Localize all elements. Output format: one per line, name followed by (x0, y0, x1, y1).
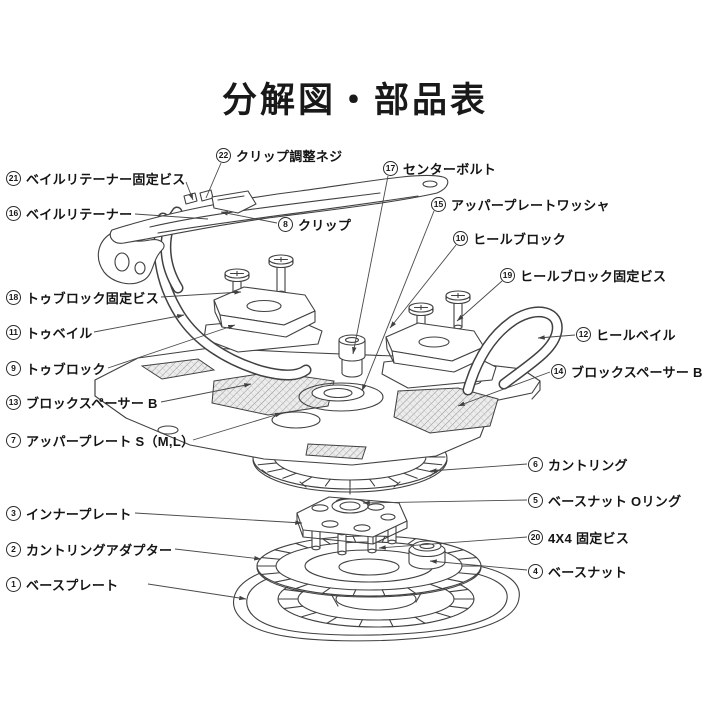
inner-plate-art (296, 496, 408, 556)
base-nut-art (408, 540, 446, 570)
part-label-text: ブロックスペーサー B (26, 395, 158, 411)
screw-art (268, 254, 294, 296)
part-label-text: ベイルリテーナー (26, 206, 133, 222)
base-nut-o-ring-art (331, 498, 369, 514)
part-callout-10: 10 ヒールブロック (453, 229, 566, 247)
part-callout-2: 2 カントリングアダプター (6, 540, 172, 558)
heel-block-art (381, 290, 497, 389)
part-label-text: ベースナット Oリング (548, 493, 682, 509)
part-number-badge: 7 (6, 432, 21, 448)
part-label-text: アッパープレート S（M,L） (26, 433, 195, 449)
part-callout-13: 13 ブロックスペーサー B (6, 393, 158, 411)
part-number-badge: 5 (528, 492, 543, 508)
part-label-text: ブロックスペーサー B (571, 364, 703, 380)
part-number-badge: 14 (551, 363, 566, 379)
part-number-badge: 8 (278, 216, 293, 232)
part-callout-17: 17 センターボルト (383, 159, 496, 177)
part-number-badge: 22 (216, 147, 231, 163)
leader-lines-layer (93, 162, 576, 601)
clip-art (211, 190, 257, 214)
part-label-text: 4X4 固定ビス (548, 530, 630, 546)
part-label-text: センターボルト (403, 161, 497, 177)
part-number-badge: 19 (500, 267, 515, 283)
part-label-text: トゥブロック (26, 361, 106, 377)
part-label-text: カントリング (548, 457, 628, 473)
part-callout-18: 18 トゥブロック固定ビス (6, 288, 159, 306)
part-number-badge: 3 (6, 505, 21, 521)
part-number-badge: 15 (431, 196, 446, 212)
part-number-badge: 17 (383, 160, 398, 176)
part-label-text: ベイルリテーナー固定ビス (26, 171, 186, 187)
part-callout-16: 16 ベイルリテーナー (6, 204, 132, 222)
part-label-text: カントリングアダプター (26, 542, 173, 558)
part-callout-12: 12 ヒールベイル (576, 325, 676, 343)
part-callout-19: 19 ヒールブロック固定ビス (500, 266, 666, 284)
toe-block-art (203, 254, 323, 353)
part-number-badge: 10 (453, 230, 468, 246)
part-number-badge: 13 (6, 394, 21, 410)
part-callout-3: 3 インナープレート (6, 504, 132, 522)
part-callout-9: 9 トゥブロック (6, 359, 106, 377)
part-number-badge: 2 (6, 541, 21, 557)
part-label-text: ヒールベイル (596, 327, 676, 343)
center-bolt-art (338, 334, 366, 378)
part-label-text: クリップ (298, 217, 352, 233)
part-label-text: トゥブロック固定ビス (26, 290, 160, 306)
part-label-text: クリップ調整ネジ (236, 148, 343, 164)
part-callout-14: 14 ブロックスペーサー B (551, 362, 703, 380)
part-callout-6: 6 カントリング (528, 455, 628, 473)
part-label-text: トゥベイル (26, 325, 93, 341)
part-number-badge: 1 (6, 576, 21, 592)
screw-art (445, 290, 471, 330)
part-number-badge: 12 (576, 326, 591, 342)
part-callout-11: 11 トゥベイル (6, 323, 93, 341)
part-label-text: ヒールブロック (473, 231, 567, 247)
part-number-badge: 18 (6, 289, 21, 305)
part-callout-4: 4 ベースナット (528, 562, 627, 580)
part-number-badge: 16 (6, 205, 21, 221)
bail-retainer-screw-art (199, 189, 214, 202)
clip-lever-art (97, 174, 449, 285)
part-number-badge: 11 (6, 324, 21, 340)
upper-plate-washer-art (311, 384, 365, 402)
part-callout-1: 1 ベースプレート (6, 575, 118, 593)
fixing-leg-art (337, 530, 347, 556)
part-callout-22: 22 クリップ調整ネジ (216, 146, 342, 164)
part-number-badge: 9 (6, 360, 21, 376)
part-label-text: インナープレート (26, 506, 132, 522)
part-label-text: ベースナット (548, 564, 628, 580)
part-label-text: ベースプレート (26, 577, 119, 593)
part-number-badge: 6 (528, 456, 543, 472)
part-callout-7: 7 アッパープレート S（M,L） (6, 431, 194, 449)
part-number-badge: 4 (528, 563, 543, 579)
part-callout-20: 20 4X4 固定ビス (528, 528, 629, 546)
toe-bail-art (153, 206, 312, 381)
part-number-badge: 21 (6, 170, 21, 186)
heel-bail-art (462, 306, 563, 396)
diagram-title: 分解図・部品表 (221, 81, 488, 120)
part-callout-21: 21 ベイルリテーナー固定ビス (6, 169, 186, 187)
part-callout-15: 15 アッパープレートワッシャ (431, 195, 610, 213)
part-label-text: ヒールブロック固定ビス (520, 268, 667, 284)
part-number-badge: 20 (528, 529, 543, 545)
part-label-text: アッパープレートワッシャ (451, 197, 610, 213)
part-callout-8: 8 クリップ (278, 215, 351, 233)
part-callout-5: 5 ベースナット Oリング (528, 491, 681, 509)
